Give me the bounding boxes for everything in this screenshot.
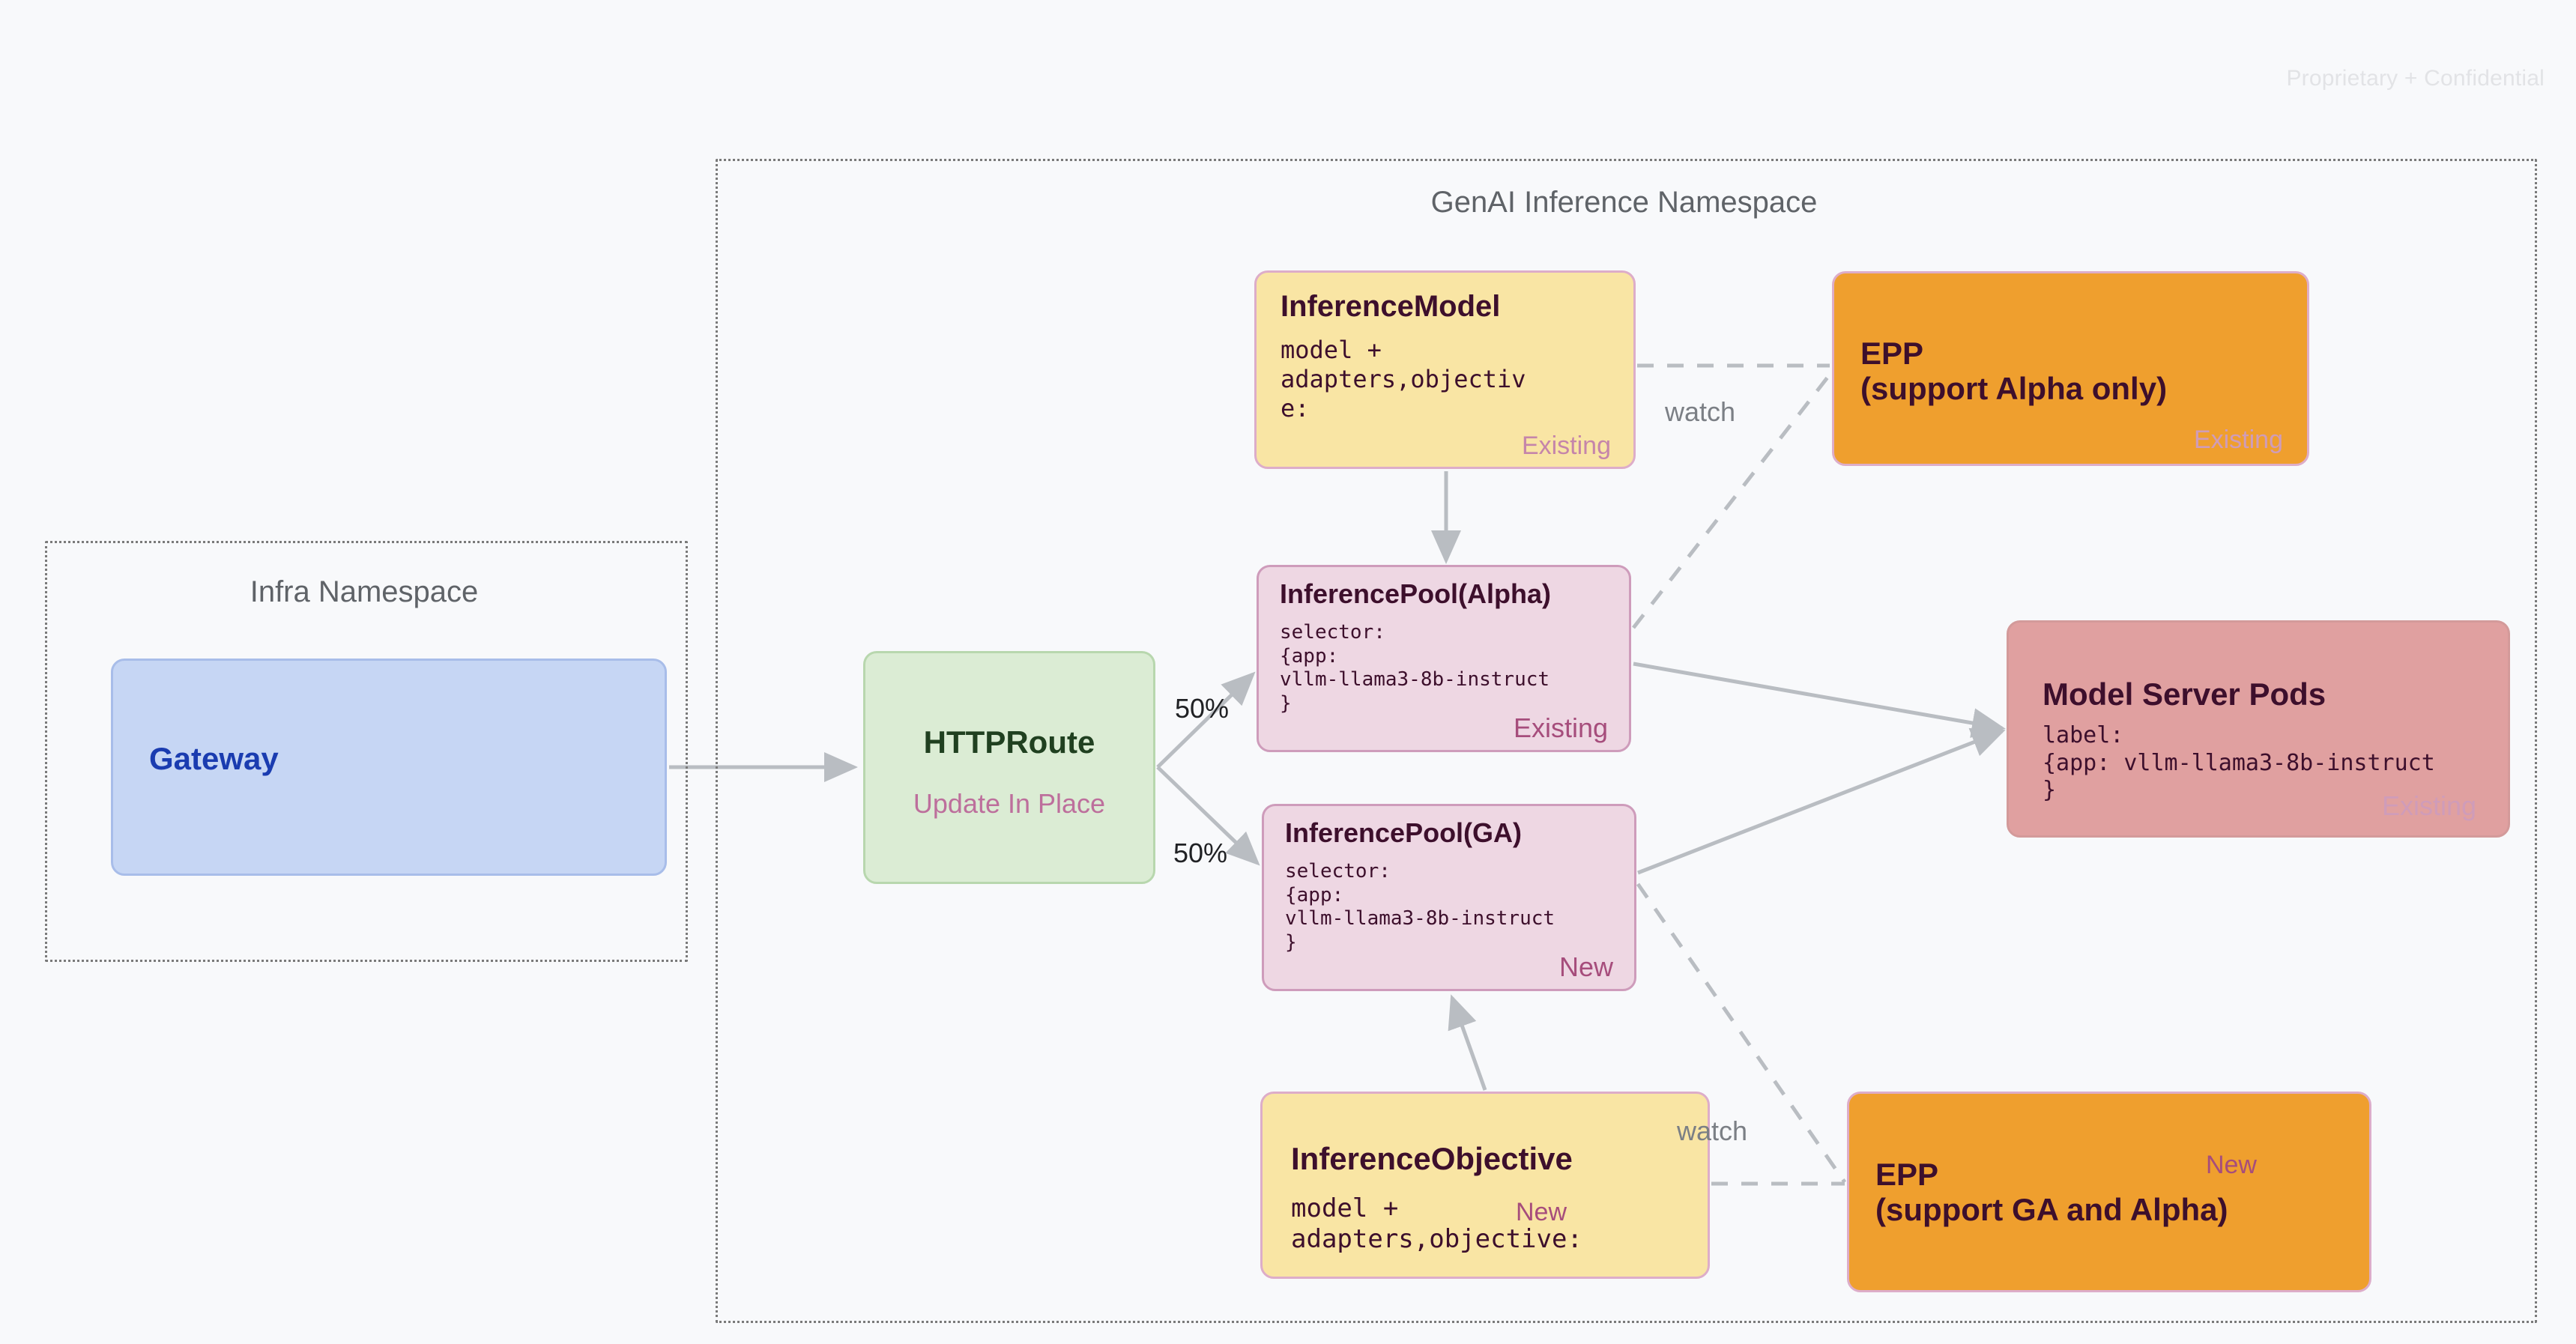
node-epp-alpha[interactable]: EPP (support Alpha only) Existing xyxy=(1832,271,2309,466)
node-gateway[interactable]: Gateway xyxy=(111,659,667,876)
epp-alpha-status-badge: Existing xyxy=(2193,426,2283,454)
node-inferencepool-ga[interactable]: InferencePool(GA) selector: {app: vllm-l… xyxy=(1262,804,1636,991)
node-inferenceobjective[interactable]: InferenceObjective model + adapters,obje… xyxy=(1260,1092,1710,1279)
inferencepool-alpha-title: InferencePool(Alpha) xyxy=(1280,578,1552,609)
genai-namespace-boundary xyxy=(716,159,2537,1323)
inferencemodel-status-badge: Existing xyxy=(1521,432,1611,460)
genai-namespace-title: GenAI Inference Namespace xyxy=(1430,186,1818,219)
httproute-subtitle: Update In Place xyxy=(913,788,1106,819)
model-server-pods-spec: label: {app: vllm-llama3-8b-instruct } xyxy=(2043,722,2435,804)
inferencepool-ga-spec: selector: {app: vllm-llama3-8b-instruct … xyxy=(1285,860,1555,954)
edge-label-watch-bottom: watch xyxy=(1677,1116,1748,1146)
model-server-pods-title: Model Server Pods xyxy=(2043,676,2326,712)
node-epp-ga[interactable]: EPP (support GA and Alpha) New xyxy=(1847,1092,2371,1292)
node-inferencemodel[interactable]: InferenceModel model + adapters,objectiv… xyxy=(1254,270,1636,469)
httproute-title: HTTPRoute xyxy=(923,724,1095,760)
confidential-notice: Proprietary + Confidential xyxy=(2286,66,2545,91)
node-model-server-pods[interactable]: Model Server Pods label: {app: vllm-llam… xyxy=(2007,620,2510,838)
node-inferencepool-alpha[interactable]: InferencePool(Alpha) selector: {app: vll… xyxy=(1257,565,1631,752)
node-httproute[interactable]: HTTPRoute Update In Place xyxy=(863,651,1155,884)
epp-ga-title: EPP (support GA and Alpha) xyxy=(1875,1157,2228,1228)
inferencepool-ga-status-badge: New xyxy=(1558,951,1613,982)
inferenceobjective-status-badge: New xyxy=(1516,1198,1567,1226)
gateway-title: Gateway xyxy=(149,741,279,776)
inferencemodel-spec: model + adapters,objectiv e: xyxy=(1281,336,1526,423)
inferencemodel-title: InferenceModel xyxy=(1281,290,1501,323)
edge-label-split-top: 50% xyxy=(1175,693,1230,724)
epp-ga-status-badge: New xyxy=(2205,1151,2257,1179)
edge-label-split-bottom: 50% xyxy=(1173,838,1228,868)
inferencepool-alpha-spec: selector: {app: vllm-llama3-8b-instruct … xyxy=(1280,621,1550,715)
inferencepool-ga-title: InferencePool(GA) xyxy=(1285,817,1523,848)
inferenceobjective-spec: model + adapters,objective: xyxy=(1291,1193,1582,1255)
edge-label-watch-top: watch xyxy=(1665,396,1736,427)
epp-alpha-title: EPP (support Alpha only) xyxy=(1860,336,2168,407)
inferenceobjective-title: InferenceObjective xyxy=(1291,1141,1573,1176)
inferencepool-alpha-status-badge: Existing xyxy=(1513,712,1608,743)
infra-namespace-boundary xyxy=(45,541,688,962)
infra-namespace-title: Infra Namespace xyxy=(250,575,479,608)
model-server-pods-status-badge: Existing xyxy=(2381,790,2476,821)
